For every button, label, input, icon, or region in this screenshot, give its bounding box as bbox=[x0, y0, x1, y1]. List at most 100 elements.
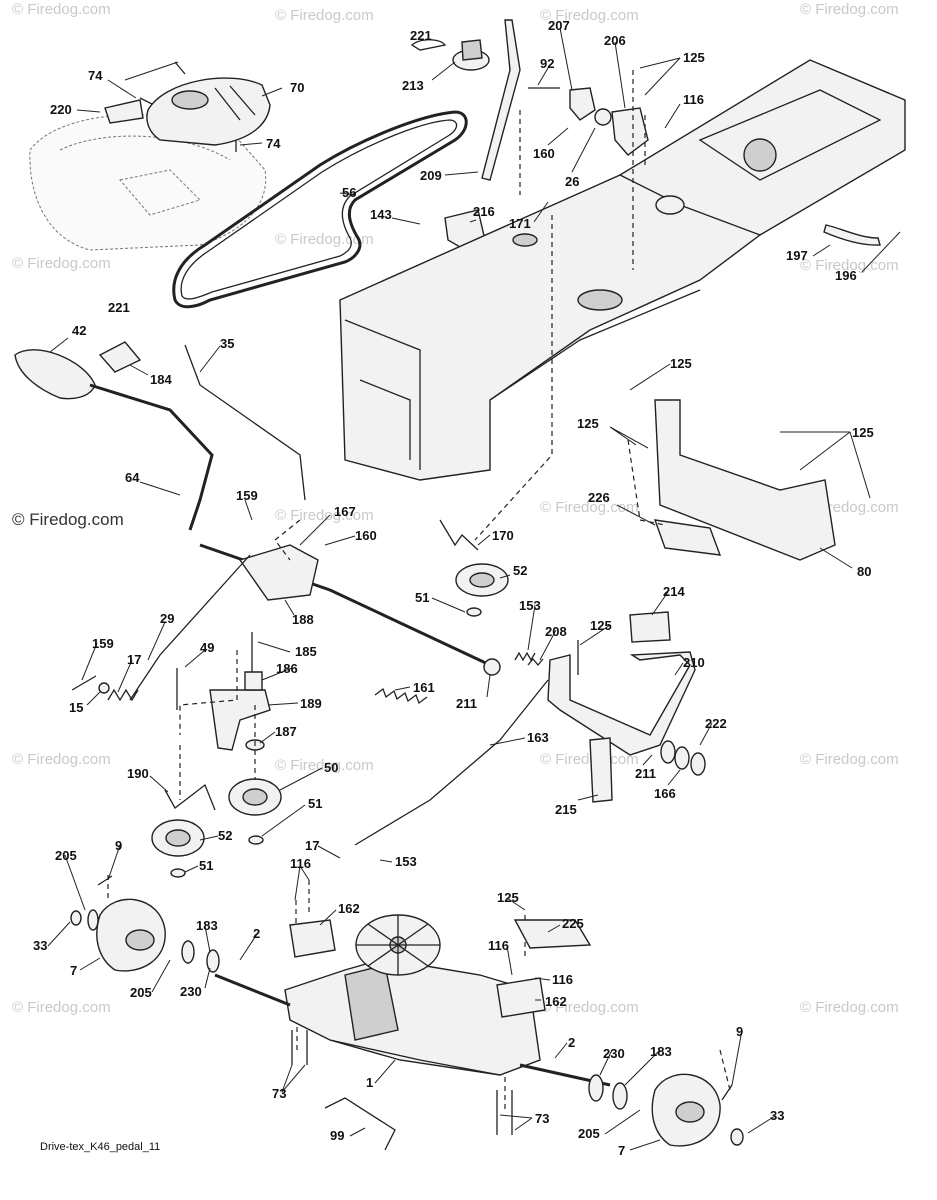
watermark-text: © Firedog.com bbox=[12, 1, 111, 18]
diagram-caption: Drive-tex_K46_pedal_11 bbox=[40, 1141, 160, 1153]
pulley-52-upper bbox=[455, 563, 509, 597]
drive-belt bbox=[172, 110, 468, 309]
bumper-197 bbox=[823, 224, 881, 246]
watermark-text: © Firedog.com bbox=[275, 7, 374, 24]
part-label: 33 bbox=[770, 1108, 784, 1123]
lever-207 bbox=[569, 87, 596, 121]
watermark-text: © Firedog.com bbox=[800, 257, 899, 274]
watermark-text: © Firedog.com bbox=[540, 499, 639, 516]
part-label: 52 bbox=[218, 828, 232, 843]
part-label: 211 bbox=[635, 766, 656, 781]
part-label: 51 bbox=[415, 590, 429, 605]
part-label: 221 bbox=[108, 300, 130, 315]
part-label: 190 bbox=[127, 766, 149, 781]
part-label: 226 bbox=[588, 490, 610, 505]
part-label: 116 bbox=[488, 938, 509, 953]
part-label: 15 bbox=[69, 700, 83, 715]
bolt-159 bbox=[71, 675, 97, 691]
bolt-73 bbox=[291, 1030, 513, 1135]
part-label: 209 bbox=[420, 168, 442, 183]
part-label: 73 bbox=[535, 1111, 549, 1126]
watermark-text: © Firedog.com bbox=[12, 751, 111, 768]
part-label: 161 bbox=[413, 680, 435, 695]
part-label: 2 bbox=[253, 926, 260, 941]
axle-left bbox=[214, 973, 291, 1007]
mower-body-ghost bbox=[29, 114, 267, 251]
part-label: 125 bbox=[683, 50, 705, 65]
knob-213 bbox=[452, 39, 490, 71]
washers-left bbox=[70, 909, 220, 973]
part-label: 183 bbox=[196, 918, 218, 933]
part-label: 143 bbox=[370, 207, 392, 222]
part-label: 211 bbox=[456, 696, 477, 711]
spacer-186 bbox=[244, 671, 263, 691]
part-label: 210 bbox=[683, 655, 705, 670]
bracket-206 bbox=[611, 107, 649, 156]
part-label: 125 bbox=[590, 618, 612, 633]
part-label: 207 bbox=[548, 18, 570, 33]
part-label: 153 bbox=[519, 598, 541, 613]
part-label: 99 bbox=[330, 1128, 344, 1143]
cover-215 bbox=[589, 737, 613, 803]
nut-51 bbox=[248, 835, 264, 845]
part-label: 125 bbox=[497, 890, 519, 905]
rod-35 bbox=[184, 344, 306, 501]
part-label: 213 bbox=[402, 78, 424, 93]
watermark-text-prominent: © Firedog.com bbox=[12, 510, 124, 529]
part-label: 187 bbox=[275, 724, 297, 739]
part-label: 125 bbox=[852, 425, 874, 440]
part-label: 51 bbox=[308, 796, 322, 811]
watermark-text: © Firedog.com bbox=[540, 7, 639, 24]
pedal-shaft-64 bbox=[89, 383, 214, 531]
washers-222 bbox=[660, 740, 706, 776]
part-label: 80 bbox=[857, 564, 871, 579]
watermark-text: © Firedog.com bbox=[12, 255, 111, 272]
part-label: 167 bbox=[334, 504, 356, 519]
part-label: 163 bbox=[527, 730, 549, 745]
pedal-pad-42 bbox=[14, 349, 96, 400]
spring-208 bbox=[527, 657, 544, 667]
dash-panel bbox=[146, 77, 271, 146]
part-label: 208 bbox=[545, 624, 567, 639]
cover-80 bbox=[654, 399, 836, 561]
part-label: 184 bbox=[150, 372, 172, 387]
part-label: 17 bbox=[305, 838, 319, 853]
part-label: 125 bbox=[577, 416, 599, 431]
wheel-hub-7-left bbox=[96, 898, 166, 972]
part-label: 183 bbox=[650, 1044, 672, 1059]
part-label: 73 bbox=[272, 1086, 286, 1101]
part-label: 216 bbox=[473, 204, 495, 219]
part-label: 116 bbox=[552, 972, 573, 987]
part-label: 230 bbox=[180, 984, 202, 999]
part-labels: 74 70 220 74 221 213 207 206 125 92 116 … bbox=[33, 18, 874, 1158]
bracket-190 bbox=[164, 783, 216, 811]
watermark-text: © Firedog.com bbox=[275, 757, 374, 774]
watermark-text: © Firedog.com bbox=[275, 507, 374, 524]
part-label: 206 bbox=[604, 33, 626, 48]
part-label: 221 bbox=[410, 28, 432, 43]
bolt-9-right bbox=[721, 1084, 733, 1101]
pulley-52 bbox=[151, 819, 205, 857]
bracket-184 bbox=[98, 341, 142, 373]
part-label: 51 bbox=[199, 858, 213, 873]
part-label: 205 bbox=[130, 985, 152, 1000]
brake-pedal-210 bbox=[547, 651, 696, 756]
part-label: 17 bbox=[127, 652, 141, 667]
watermark-text: © Firedog.com bbox=[540, 751, 639, 768]
part-label: 162 bbox=[338, 901, 360, 916]
part-label: 189 bbox=[300, 696, 322, 711]
part-label: 49 bbox=[200, 640, 214, 655]
part-label: 220 bbox=[50, 102, 72, 117]
bolt-9-left bbox=[97, 875, 113, 886]
pulley-50 bbox=[228, 778, 282, 816]
part-label: 186 bbox=[276, 661, 298, 676]
part-label: 7 bbox=[70, 963, 77, 978]
spring-17 bbox=[107, 688, 139, 702]
wheel-hub-7-right bbox=[651, 1073, 721, 1147]
bolt-74 bbox=[139, 61, 237, 152]
bracket-99 bbox=[324, 1097, 396, 1151]
part-label: 92 bbox=[540, 56, 554, 71]
bracket-162-left bbox=[289, 919, 336, 958]
part-label: 56 bbox=[342, 185, 356, 200]
part-label: 2 bbox=[568, 1035, 575, 1050]
